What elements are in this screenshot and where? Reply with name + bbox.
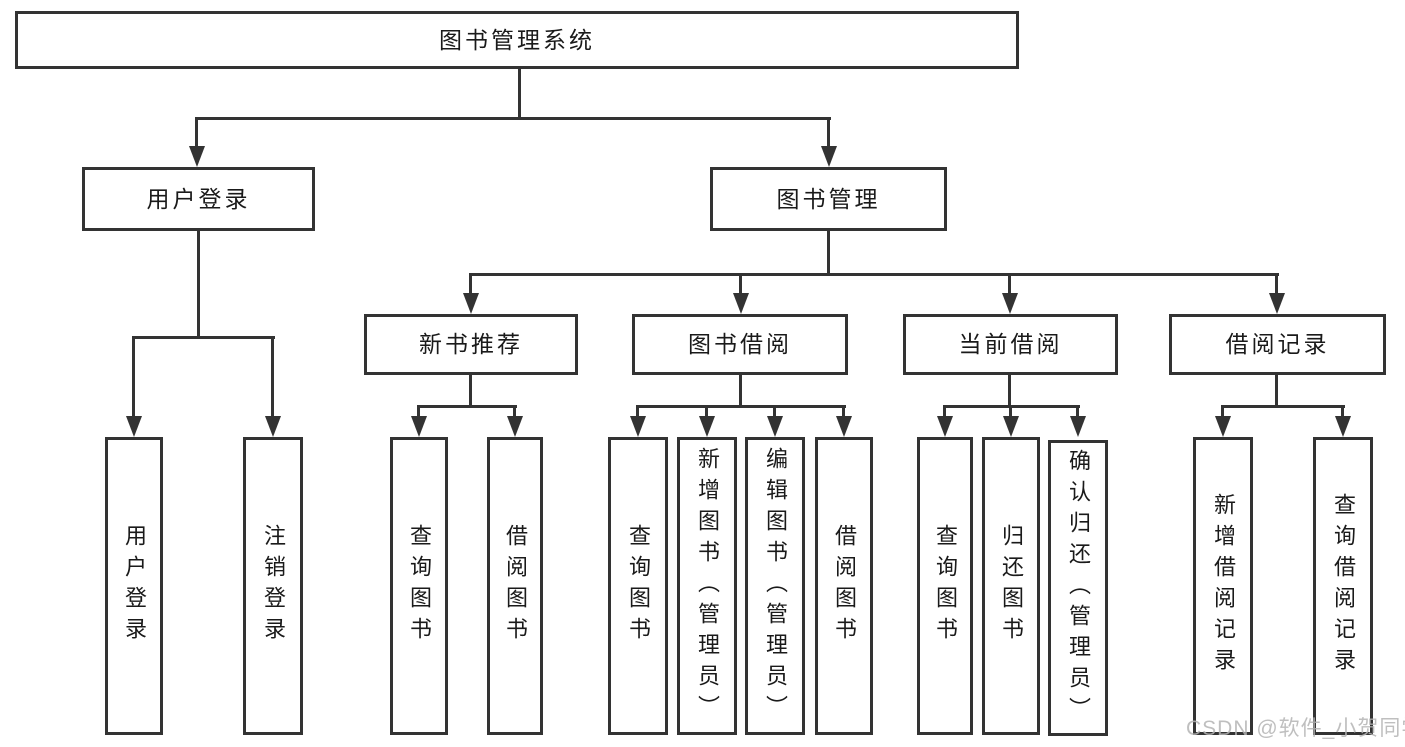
leaf-records-add-record-label: 新增借阅记录 bbox=[1211, 493, 1236, 679]
leaf-borrowing-query-books: 查询图书 bbox=[608, 437, 668, 735]
arrow-down-icon bbox=[836, 416, 852, 437]
leaf-borrowing-query-books-label: 查询图书 bbox=[626, 524, 651, 648]
connector-group1-rail bbox=[417, 405, 517, 408]
connector-leaf bbox=[636, 405, 639, 417]
connector-to-user-login bbox=[195, 117, 198, 148]
connector-to-book-borrowing bbox=[739, 273, 742, 293]
connector-to-leaf-logout bbox=[271, 336, 274, 416]
node-borrowing-records: 借阅记录 bbox=[1169, 314, 1386, 375]
arrow-down-icon bbox=[1002, 293, 1018, 314]
connector-leaf bbox=[773, 405, 776, 417]
connector-group2-stem bbox=[739, 375, 742, 405]
connector-group4-stem bbox=[1275, 375, 1278, 405]
leaf-records-query-record: 查询借阅记录 bbox=[1313, 437, 1373, 735]
arrow-down-icon bbox=[937, 416, 953, 437]
leaf-current-query-books-label: 查询图书 bbox=[933, 524, 958, 648]
leaf-borrowing-borrow-books-label: 借阅图书 bbox=[832, 524, 857, 648]
node-borrowing-records-label: 借阅记录 bbox=[1225, 331, 1330, 357]
node-root-label: 图书管理系统 bbox=[439, 26, 595, 53]
node-new-book-recommendation-label: 新书推荐 bbox=[419, 331, 523, 357]
leaf-records-query-record-label: 查询借阅记录 bbox=[1331, 493, 1356, 679]
connector-leaf bbox=[943, 405, 946, 417]
arrow-down-icon bbox=[507, 416, 523, 437]
leaf-logout-login: 注销登录 bbox=[243, 437, 303, 735]
arrow-down-icon bbox=[767, 416, 783, 437]
arrow-down-icon bbox=[1215, 416, 1231, 437]
arrow-down-icon bbox=[1269, 293, 1285, 314]
arrow-down-icon bbox=[699, 416, 715, 437]
arrow-down-icon bbox=[463, 293, 479, 314]
leaf-borrowing-edit-books-admin-label: 编辑图书（管理员） bbox=[763, 446, 788, 726]
connector-user-login-rail bbox=[132, 336, 275, 339]
arrow-down-icon bbox=[126, 416, 142, 437]
leaf-logout-login-label: 注销登录 bbox=[261, 524, 286, 648]
leaf-current-return-books: 归还图书 bbox=[982, 437, 1040, 735]
connector-group1-stem bbox=[469, 375, 472, 405]
node-current-borrowing-label: 当前借阅 bbox=[958, 331, 1063, 357]
node-book-borrowing: 图书借阅 bbox=[632, 314, 848, 375]
connector-group3-stem bbox=[1008, 375, 1011, 405]
leaf-user-login-label: 用户登录 bbox=[122, 524, 147, 648]
connector-root-stem bbox=[518, 69, 521, 117]
connector-leaf bbox=[1221, 405, 1224, 417]
arrow-down-icon bbox=[630, 416, 646, 437]
node-root: 图书管理系统 bbox=[15, 11, 1019, 69]
arrow-down-icon bbox=[1003, 416, 1019, 437]
leaf-borrowing-borrow-books: 借阅图书 bbox=[815, 437, 873, 735]
arrow-down-icon bbox=[411, 416, 427, 437]
arrow-down-icon bbox=[1070, 416, 1086, 437]
connector-user-login-stem bbox=[197, 231, 200, 337]
connector-leaf bbox=[1076, 405, 1079, 417]
node-book-management: 图书管理 bbox=[710, 167, 947, 231]
connector-group2-rail bbox=[636, 405, 846, 408]
arrow-down-icon bbox=[189, 146, 205, 167]
leaf-recommend-borrow-books: 借阅图书 bbox=[487, 437, 543, 735]
node-current-borrowing: 当前借阅 bbox=[903, 314, 1118, 375]
leaf-recommend-borrow-books-label: 借阅图书 bbox=[503, 524, 528, 648]
arrow-down-icon bbox=[265, 416, 281, 437]
node-user-login: 用户登录 bbox=[82, 167, 315, 231]
csdn-watermark: CSDN @软件_小贺同学 bbox=[1186, 717, 1405, 740]
leaf-current-confirm-return-admin-label: 确认归还（管理员） bbox=[1066, 448, 1091, 728]
leaf-records-add-record: 新增借阅记录 bbox=[1193, 437, 1253, 735]
leaf-borrowing-add-books-admin-label: 新增图书（管理员） bbox=[695, 446, 720, 726]
connector-leaf bbox=[705, 405, 708, 417]
arrow-down-icon bbox=[1335, 416, 1351, 437]
connector-to-new-book-recommendation bbox=[469, 273, 472, 293]
connector-to-borrowing-records bbox=[1275, 273, 1278, 293]
leaf-current-return-books-label: 归还图书 bbox=[999, 524, 1024, 648]
connector-book-management-stem bbox=[827, 231, 830, 274]
leaf-current-confirm-return-admin: 确认归还（管理员） bbox=[1048, 440, 1108, 736]
arrow-down-icon bbox=[821, 146, 837, 167]
arrow-down-icon bbox=[733, 293, 749, 314]
connector-to-book-management bbox=[827, 117, 830, 148]
connector-level1-rail bbox=[195, 117, 831, 120]
node-book-borrowing-label: 图书借阅 bbox=[688, 331, 792, 357]
node-new-book-recommendation: 新书推荐 bbox=[364, 314, 578, 375]
connector-group4-rail bbox=[1221, 405, 1345, 408]
connector-leaf bbox=[842, 405, 845, 417]
leaf-borrowing-edit-books-admin: 编辑图书（管理员） bbox=[745, 437, 805, 735]
connector-to-current-borrowing bbox=[1008, 273, 1011, 293]
connector-leaf bbox=[1009, 405, 1012, 417]
node-book-management-label: 图书管理 bbox=[776, 185, 881, 212]
connector-to-leaf-user-login bbox=[132, 336, 135, 416]
connector-level2-rail bbox=[469, 273, 1279, 276]
leaf-recommend-query-books-label: 查询图书 bbox=[407, 524, 432, 648]
connector-leaf bbox=[1341, 405, 1344, 417]
leaf-borrowing-add-books-admin: 新增图书（管理员） bbox=[677, 437, 737, 735]
leaf-recommend-query-books: 查询图书 bbox=[390, 437, 448, 735]
connector-leaf bbox=[417, 405, 420, 417]
connector-leaf bbox=[513, 405, 516, 417]
leaf-user-login: 用户登录 bbox=[105, 437, 163, 735]
node-user-login-label: 用户登录 bbox=[146, 185, 251, 212]
leaf-current-query-books: 查询图书 bbox=[917, 437, 973, 735]
